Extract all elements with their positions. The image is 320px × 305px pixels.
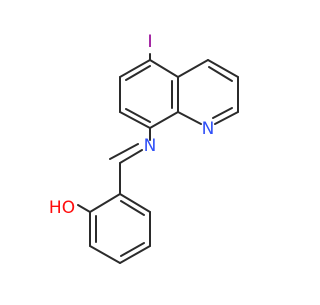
atom-labels: I N N HO (49, 32, 214, 218)
bond (125, 65, 151, 81)
structure-canvas: I N N HO (49, 32, 239, 264)
bond (119, 59, 151, 78)
bond (207, 59, 239, 78)
bond (214, 111, 239, 125)
bond (177, 59, 209, 78)
bond (109, 143, 139, 160)
hydroxyl-label: HO (49, 198, 75, 218)
bond (119, 193, 151, 213)
bond (119, 149, 143, 164)
bond (77, 204, 91, 213)
bond (208, 66, 233, 82)
iodine-atom-label: I (147, 32, 152, 52)
bond (119, 245, 151, 264)
bond (120, 200, 145, 216)
bond (149, 59, 179, 78)
bond (89, 245, 121, 264)
bond (212, 107, 233, 119)
bond (125, 108, 151, 123)
bond (149, 111, 179, 129)
quinoline-nitrogen-label: N (202, 119, 215, 139)
bond (119, 111, 151, 129)
bond (89, 193, 121, 213)
chemical-structure: I N N HO (49, 32, 239, 264)
imine-nitrogen-label: N (144, 136, 157, 156)
bonds (77, 53, 239, 264)
bond (120, 242, 145, 257)
bond (177, 111, 202, 125)
